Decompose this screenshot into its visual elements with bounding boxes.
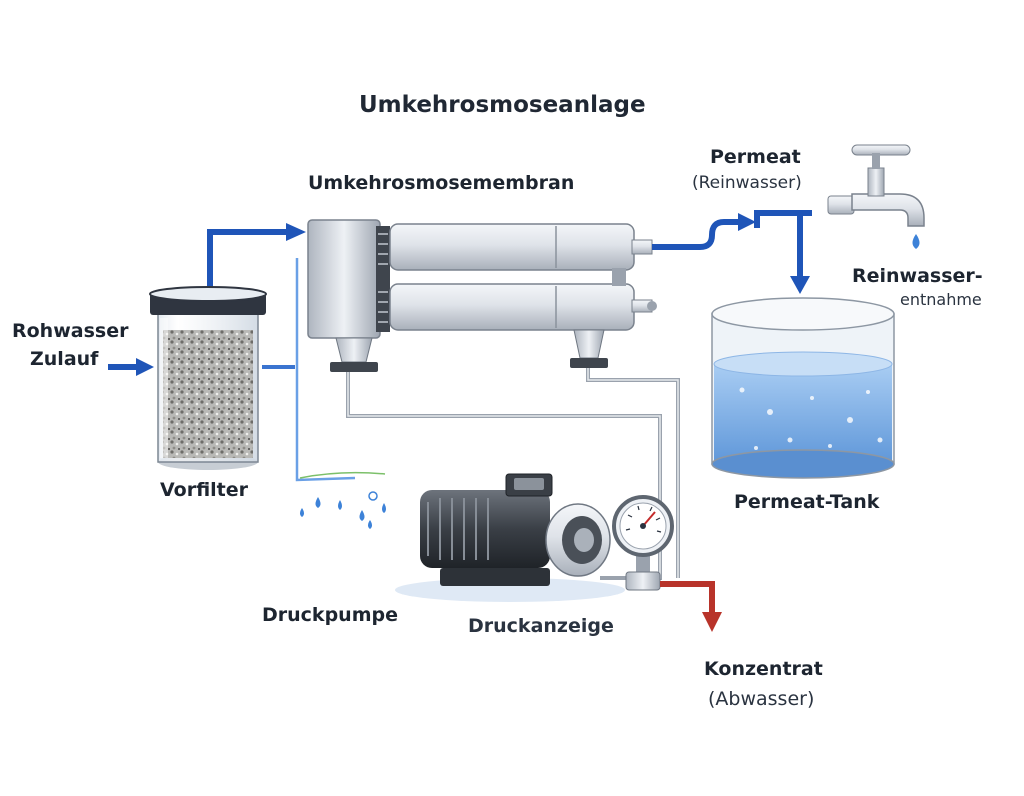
feed-pipe [108,223,386,482]
concentrate-sublabel: (Abwasser) [708,688,815,710]
diagram-title: Umkehrosmoseanlage [359,92,646,118]
pump-label: Druckpumpe [262,604,398,626]
concentrate-pipe [660,581,722,632]
tank-icon [711,297,895,479]
water-drop-icon [300,491,386,529]
pure-water-tap-sublabel: entnahme [900,290,982,309]
pure-water-tap-label: Reinwasser- [852,265,983,287]
permeate-pipe [652,210,812,294]
pressure-gauge-icon [612,495,674,591]
membrane-tube-icon [307,219,657,372]
prefilter-label: Vorfilter [160,479,249,501]
filter-cartridge-icon [149,286,267,470]
pump-motor-icon [395,473,640,602]
permeate-sublabel: (Reinwasser) [692,173,802,193]
faucet-icon [827,144,925,249]
membrane-label: Umkehrosmosemembran [308,172,575,194]
permeate-label: Permeat [710,146,801,168]
raw-water-sublabel: Zulauf [30,348,99,370]
gauge-label: Druckanzeige [468,615,614,637]
permeate-tank-label: Permeat-Tank [734,491,880,513]
raw-water-label: Rohwasser [12,320,129,342]
concentrate-label: Konzentrat [704,658,823,680]
